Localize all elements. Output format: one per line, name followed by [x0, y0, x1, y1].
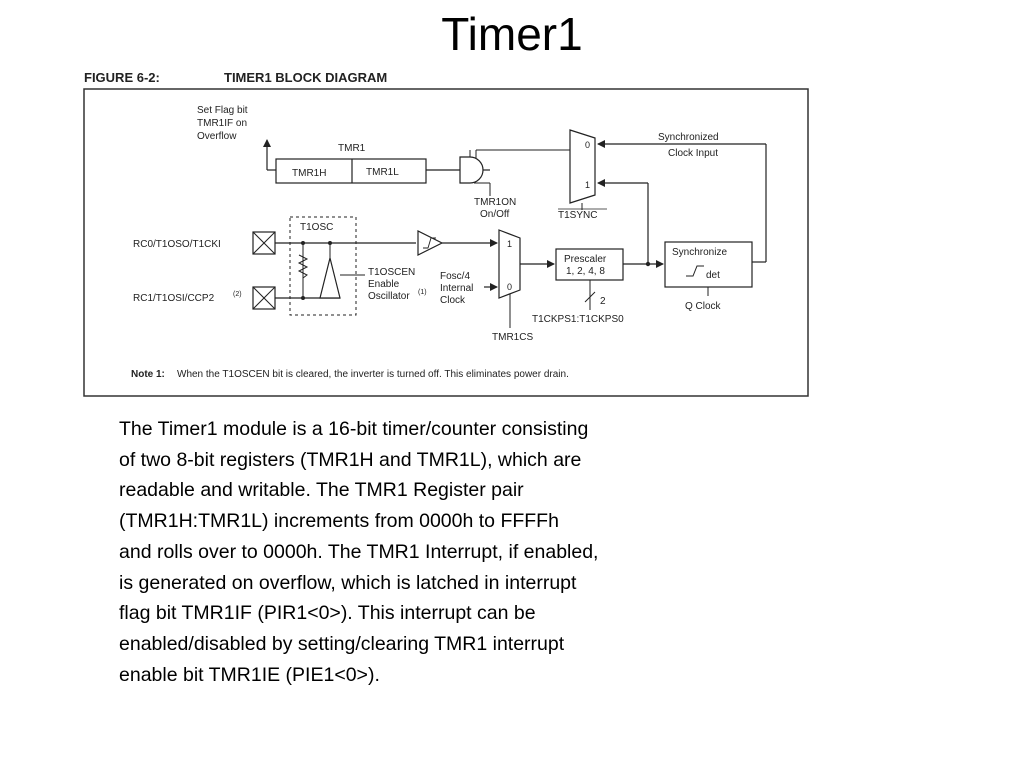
body-line: and rolls over to 0000h. The TMR1 Interr… — [119, 540, 599, 563]
prescaler-line1: Prescaler — [564, 254, 607, 265]
t1osc-box — [289, 216, 357, 316]
tmr1-label: TMR1 — [338, 143, 366, 154]
body-line: readable and writable. The TMR1 Register… — [119, 479, 524, 502]
body-line: flag bit TMR1IF (PIR1<0>). This interrup… — [119, 602, 536, 625]
t1ckps-label: T1CKPS1:T1CKPS0 — [532, 314, 624, 325]
prescaler-bits: 2 — [600, 296, 606, 307]
diagram-wire — [584, 291, 596, 303]
body-line: (TMR1H:TMR1L) increments from 0000h to F… — [119, 510, 559, 533]
diagram-wire — [645, 261, 651, 267]
body-line: is generated on overflow, which is latch… — [119, 571, 577, 594]
diagram-label: 0 — [507, 282, 512, 292]
sync-clock-line2: Clock Input — [668, 148, 718, 159]
pin-rc1-sup: (2) — [233, 291, 242, 298]
fosc-line1: Fosc/4 — [440, 271, 470, 282]
t1sync-label: T1SYNC — [558, 210, 597, 221]
diagram-wire — [328, 241, 332, 245]
tmr1cs-label: TMR1CS — [492, 332, 533, 343]
diagram-wire — [686, 265, 704, 277]
det-label: det — [706, 270, 720, 281]
tmr1on-line1: TMR1ON — [474, 197, 516, 208]
tmr1h-label: TMR1H — [292, 168, 326, 179]
figure-title: TIMER1 BLOCK DIAGRAM — [224, 70, 388, 85]
body-paragraph: The Timer1 module is a 16-bit timer/coun… — [119, 414, 739, 690]
body-line: of two 8-bit registers (TMR1H and TMR1L)… — [119, 448, 582, 471]
qclock-label: Q Clock — [685, 301, 722, 312]
diagram-label: 1 — [507, 239, 512, 249]
figure-number: FIGURE 6-2: — [84, 70, 160, 85]
diagram-label: 0 — [585, 140, 590, 150]
and-gate — [459, 156, 484, 184]
t1oscen-line1: T1OSCEN — [368, 267, 415, 278]
prescaler-block — [555, 248, 624, 281]
flag-label-line2: TMR1IF on — [197, 118, 247, 129]
diagram-wire — [252, 231, 276, 255]
body-line: The Timer1 module is a 16-bit timer/coun… — [119, 418, 589, 440]
diagram-wire — [252, 286, 276, 310]
diagram-label: 1 — [585, 180, 590, 190]
pin-rc0-label: RC0/T1OSO/T1CKI — [133, 239, 221, 250]
note-text: When the T1OSCEN bit is cleared, the inv… — [177, 369, 569, 380]
t1oscen-sup: (1) — [418, 289, 427, 296]
t1oscen-line3: Oscillator — [368, 291, 410, 302]
figure-frame — [83, 88, 809, 397]
schmitt-buffer — [417, 230, 444, 256]
body-line: enable bit TMR1IE (PIE1<0>). — [119, 663, 380, 686]
synchronize-block — [664, 241, 753, 288]
oscillator-inverter — [319, 257, 341, 299]
flag-label-line1: Set Flag bit — [197, 105, 248, 116]
tmr1on-line2: On/Off — [480, 209, 509, 220]
note-label: Note 1: — [131, 369, 165, 380]
tmr1l-label: TMR1L — [366, 167, 399, 178]
diagram-wire — [301, 241, 305, 245]
fosc-line2: Internal — [440, 283, 473, 294]
fosc-line3: Clock — [440, 295, 466, 306]
resistor — [297, 254, 309, 279]
slide-title: Timer1 — [441, 8, 583, 60]
flag-label-line3: Overflow — [197, 131, 237, 142]
timer1-block-diagram: Set Flag bit TMR1IF on Overflow TMR1 TMR… — [83, 88, 809, 397]
body-line: enabled/disabled by setting/clearing TMR… — [119, 632, 565, 655]
tmr1-register — [275, 158, 427, 184]
t1oscen-line2: Enable — [368, 279, 400, 290]
diagram-wire — [301, 296, 305, 300]
pin-rc1-label: RC1/T1OSI/CCP2 — [133, 293, 215, 304]
t1sync-mux — [569, 129, 596, 204]
sync-clock-line1: Synchronized — [658, 132, 719, 143]
prescaler-line2: 1, 2, 4, 8 — [566, 266, 605, 277]
synchronize-label: Synchronize — [672, 247, 727, 258]
tmr1cs-mux — [498, 229, 521, 299]
diagram-wire — [423, 237, 436, 249]
t1osc-label: T1OSC — [300, 222, 333, 233]
